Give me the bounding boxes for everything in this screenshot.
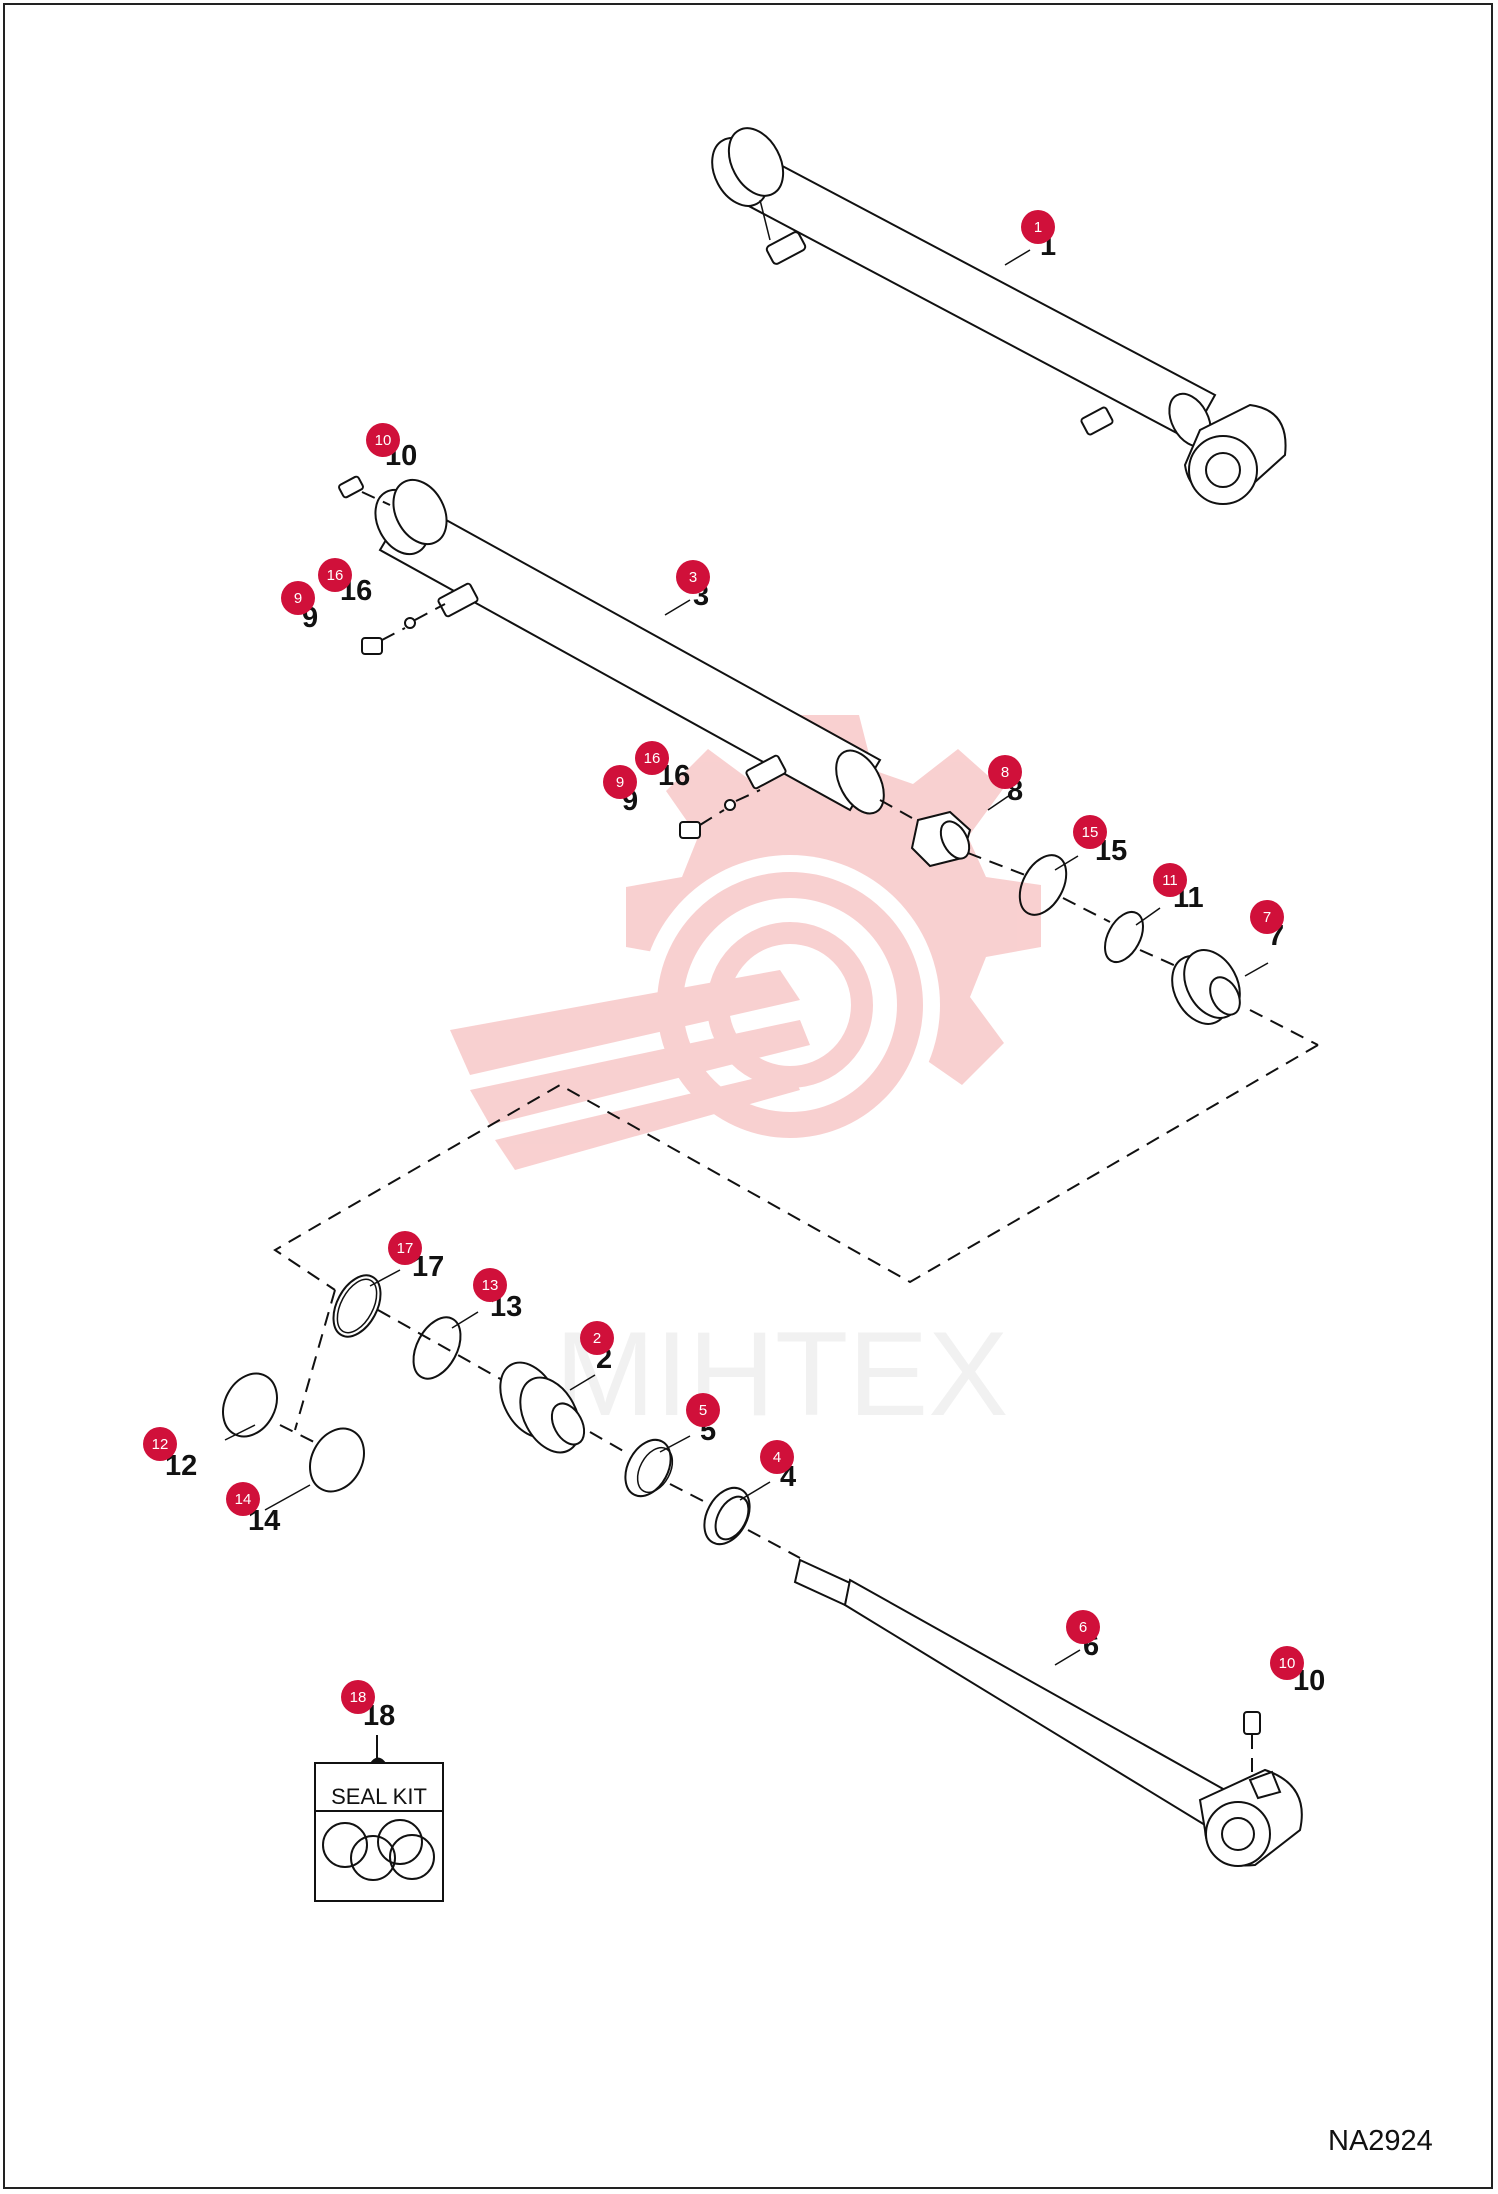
upper-plug-group [361, 603, 446, 655]
callout-badge-10b[interactable]: 10 [1270, 1646, 1304, 1680]
callout-badge-10a[interactable]: 10 [366, 423, 400, 457]
svg-text:17: 17 [397, 1240, 414, 1257]
barrel [374, 478, 885, 815]
svg-text:8: 8 [1001, 764, 1009, 781]
callout-badge-4[interactable]: 4 [760, 1440, 794, 1474]
ring-5 [624, 1438, 706, 1503]
svg-text:16: 16 [644, 750, 661, 767]
svg-text:5: 5 [699, 1402, 707, 1419]
svg-text:12: 12 [152, 1436, 169, 1453]
svg-text:9: 9 [294, 590, 302, 607]
callout-badge-9a[interactable]: 9 [281, 581, 315, 615]
callout-badge-13[interactable]: 13 [473, 1268, 507, 1302]
svg-text:11: 11 [1162, 872, 1178, 889]
svg-text:6: 6 [1079, 1619, 1087, 1636]
grease-fitting-top [338, 475, 391, 506]
callout-badge-16b[interactable]: 16 [635, 741, 669, 775]
svg-text:7: 7 [1263, 909, 1271, 926]
callout-badge-3[interactable]: 3 [676, 560, 710, 594]
callout-badge-1[interactable]: 1 [1021, 210, 1055, 244]
grease-fitting-bottom [1243, 1711, 1261, 1775]
piston [1171, 949, 1319, 1046]
nut [879, 799, 972, 868]
callout-badge-7[interactable]: 7 [1250, 900, 1284, 934]
svg-text:4: 4 [773, 1449, 781, 1466]
watermark-text: MIHTEX [555, 1307, 1008, 1441]
drawing-code: NA2924 [1328, 2125, 1433, 2157]
callout-badge-11[interactable]: 11 [1153, 863, 1187, 897]
svg-text:3: 3 [689, 569, 697, 586]
seal-kit: SEAL KIT [314, 1735, 444, 1902]
svg-text:14: 14 [235, 1491, 252, 1508]
lower-plug-group [679, 789, 761, 839]
callout-badge-2[interactable]: 2 [580, 1321, 614, 1355]
svg-text:2: 2 [593, 1330, 601, 1347]
seal-kit-text: SEAL KIT [331, 1784, 427, 1809]
ring-13 [412, 1316, 462, 1380]
callout-badge-9b[interactable]: 9 [603, 765, 637, 799]
gland [499, 1361, 626, 1454]
svg-text:13: 13 [482, 1277, 499, 1294]
svg-text:15: 15 [1082, 824, 1099, 841]
dashed-connector [273, 1044, 1319, 1446]
rod [793, 1558, 1303, 1867]
callout-badge-12[interactable]: 12 [143, 1427, 177, 1461]
svg-text:9: 9 [616, 774, 624, 791]
callout-badges: 1 3 10 16 9 16 9 8 15 11 7 17 13 2 5 4 1… [143, 210, 1304, 1714]
callout-badge-16a[interactable]: 16 [318, 558, 352, 592]
rings-15-11 [967, 852, 1186, 971]
ring-17 [332, 1274, 382, 1338]
callout-badge-17[interactable]: 17 [388, 1231, 422, 1265]
leader-lines [224, 249, 1269, 1666]
svg-text:18: 18 [350, 1689, 367, 1706]
cylinder-assembly [711, 127, 1287, 505]
callout-badge-5[interactable]: 5 [686, 1393, 720, 1427]
callout-badge-18[interactable]: 18 [341, 1680, 375, 1714]
callout-badge-6[interactable]: 6 [1066, 1610, 1100, 1644]
svg-text:16: 16 [327, 567, 344, 584]
callout-badge-15[interactable]: 15 [1073, 815, 1107, 849]
callout-badge-14[interactable]: 14 [226, 1482, 260, 1516]
svg-text:10: 10 [375, 432, 392, 449]
svg-text:1: 1 [1034, 219, 1042, 236]
svg-text:10: 10 [1279, 1655, 1296, 1672]
callout-badge-8[interactable]: 8 [988, 755, 1022, 789]
orings-12-14 [222, 1372, 365, 1493]
